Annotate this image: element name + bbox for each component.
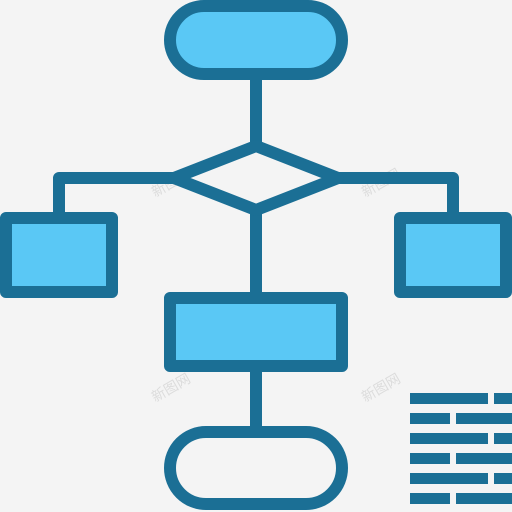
brick	[494, 433, 512, 444]
brick-wall-icon	[410, 393, 512, 504]
brick	[410, 413, 450, 424]
right-branch-line	[316, 172, 459, 224]
brick	[410, 433, 488, 444]
connector-lines	[53, 68, 459, 438]
brick	[456, 453, 512, 464]
brick	[410, 473, 488, 484]
brick	[494, 473, 512, 484]
decision-diamond	[168, 140, 344, 216]
left-branch-line	[53, 172, 196, 224]
brick	[410, 493, 450, 504]
middle-process-box	[164, 292, 348, 372]
right-process-box	[394, 212, 512, 298]
left-process-box	[0, 212, 118, 298]
brick	[410, 393, 488, 404]
brick	[456, 493, 512, 504]
brick	[410, 453, 450, 464]
brick	[456, 413, 512, 424]
start-terminal	[164, 0, 348, 80]
end-terminal	[164, 426, 348, 510]
brick	[494, 393, 512, 404]
